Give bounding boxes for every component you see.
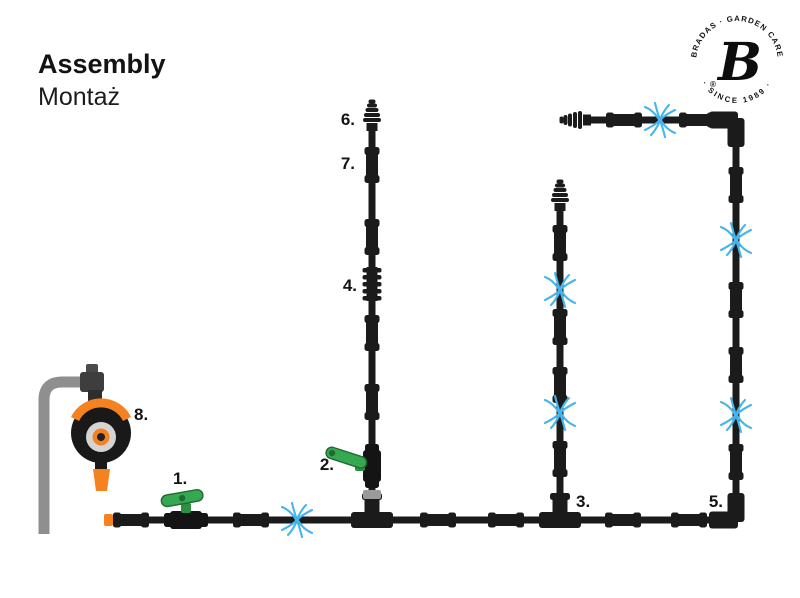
coupler xyxy=(728,444,744,480)
tap-and-timer-group xyxy=(38,364,132,534)
coupler xyxy=(488,512,524,528)
brand-logo: BRADAS · GARDEN CARE · SINCE 1989 · B ® xyxy=(689,14,784,105)
hose-end-orange xyxy=(104,514,113,526)
coupler xyxy=(552,441,568,477)
coupler xyxy=(728,347,744,383)
coupler xyxy=(364,384,380,420)
coupler xyxy=(420,512,456,528)
coupler xyxy=(728,167,744,203)
coupler xyxy=(364,219,380,255)
coupler xyxy=(728,282,744,318)
water-timer-orange-band xyxy=(70,398,132,422)
part-label-8: 8. xyxy=(134,405,148,424)
valve-collar xyxy=(363,490,381,499)
water-timer-outlet xyxy=(95,460,107,470)
coupler xyxy=(552,309,568,345)
end-plug xyxy=(551,179,569,211)
part-label-6: 6. xyxy=(341,110,355,129)
coupler xyxy=(364,315,380,351)
quick-connector-orange xyxy=(93,469,110,491)
registered-mark: ® xyxy=(710,80,716,89)
part-label-4: 4. xyxy=(343,276,357,295)
coupler xyxy=(606,112,642,128)
part-label-5: 5. xyxy=(709,492,723,511)
page-subtitle: Montaż xyxy=(38,83,120,111)
coupler xyxy=(552,225,568,261)
part-label-1: 1. xyxy=(173,469,187,488)
coupler xyxy=(679,112,715,128)
coupler xyxy=(233,512,269,528)
coupler xyxy=(113,512,149,528)
coupler-part-7 xyxy=(364,147,380,183)
garden-tap-pipe xyxy=(38,376,86,534)
tee-connector-part-3 xyxy=(539,493,581,528)
part-label-3: 3. xyxy=(576,492,590,511)
page-title: Assembly xyxy=(38,49,166,79)
logo-letter: B xyxy=(716,32,762,93)
end-plug-top-run xyxy=(559,111,591,129)
part-label-2: 2. xyxy=(320,455,334,474)
tap-body xyxy=(80,372,104,392)
coupler xyxy=(605,512,641,528)
inline-valve-part-1 xyxy=(159,488,209,530)
end-plug-part-6 xyxy=(363,99,381,131)
barbed-connector-part-4 xyxy=(362,267,382,301)
part-label-7: 7. xyxy=(341,154,355,173)
coupler xyxy=(671,512,707,528)
water-timer-dial-knob xyxy=(97,433,105,441)
